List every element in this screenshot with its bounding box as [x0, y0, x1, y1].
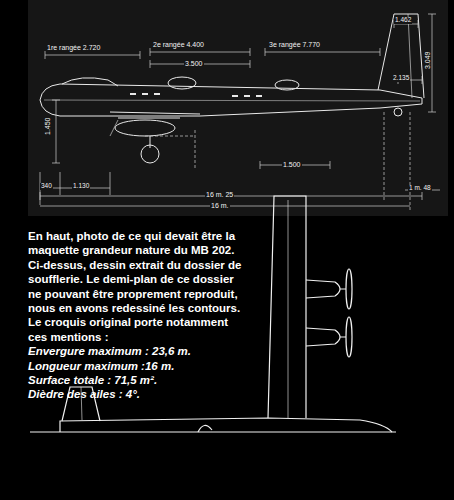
dimension-label: 1.500: [282, 161, 302, 168]
dimension-label: 1re rangée 2.720: [46, 44, 101, 51]
dimension-label: 3.500: [184, 60, 204, 67]
caption-note: Dièdre des ailes : 4°.: [28, 388, 140, 400]
dimension-label: 1.450: [44, 116, 51, 136]
dimension-label: 2e rangée 4.400: [152, 41, 205, 48]
caption-block: En haut, photo de ce qui devait être la …: [28, 229, 246, 402]
blueprint: [28, 0, 448, 216]
dimension-label: 3.049: [424, 50, 431, 70]
caption-text: En haut, photo de ce qui devait être la …: [28, 230, 241, 343]
dimension-label: 1 m. 48: [408, 185, 432, 192]
dimension-label: 2.135: [392, 75, 410, 82]
dimension-label: 1.130: [72, 183, 90, 190]
dimension-label: 1.462: [394, 17, 412, 24]
dimension-label: 3e rangée 7.770: [268, 41, 321, 48]
caption-note: Envergure maximum : 23,6 m.: [28, 345, 191, 357]
caption-note: Surface totale : 71,5 m².: [28, 374, 157, 386]
dimension-label: 16 m.: [210, 202, 230, 209]
dimension-label: 16 m. 25: [205, 191, 234, 198]
dimension-label: 340: [40, 183, 53, 190]
caption-note: Longueur maximum :16 m.: [28, 360, 174, 372]
